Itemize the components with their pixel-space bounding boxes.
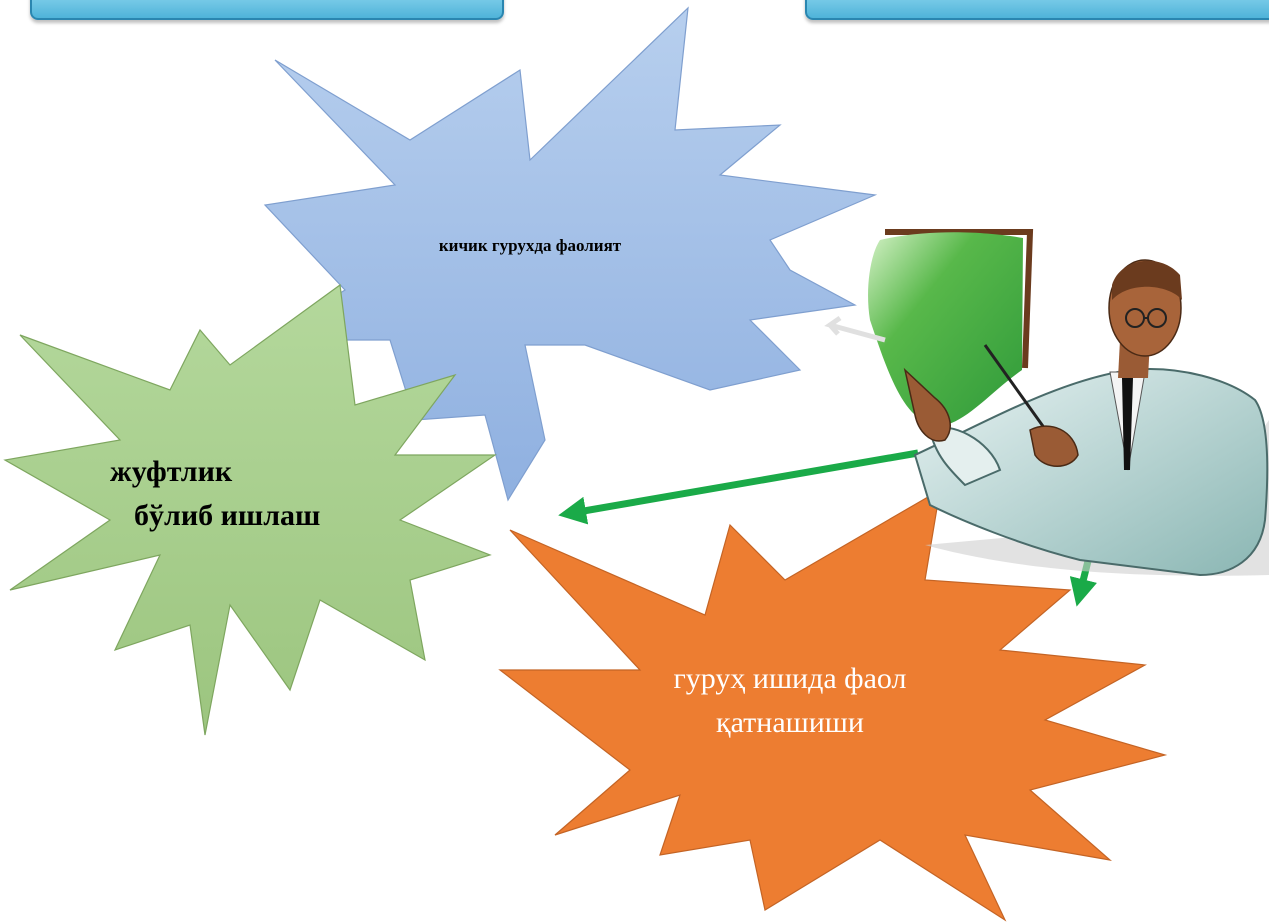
pairs-label: жуфтлик бўлиб ишлаш [110,450,370,538]
pairs-label-line1: жуфтлик [110,455,233,488]
small-group-label: кичик гурухда фаолият [438,236,622,255]
top-right-banner [805,0,1269,20]
pairs-label-line2: бўлиб ишлаш [134,499,321,532]
top-left-banner [30,0,504,20]
group-work-label-line2: қатнашиши [716,706,864,739]
suit [913,368,1269,577]
board-graphic [868,232,1023,426]
pairs-starburst [3,283,497,736]
teacher-figure [824,229,1269,577]
arrow-to-pairs [558,449,919,525]
group-work-label-line1: гуруҳ ишида фаол [673,662,907,695]
group-work-label: гуруҳ ишида фаол қатнашиши [630,657,950,745]
